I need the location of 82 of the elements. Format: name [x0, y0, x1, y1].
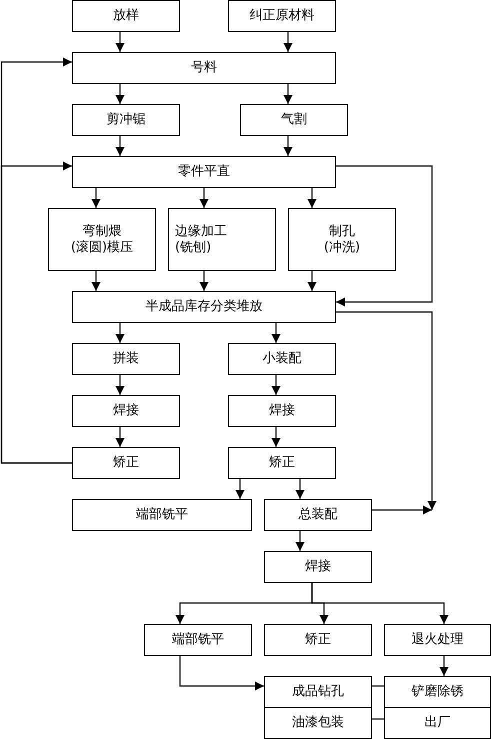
process-box — [264, 624, 372, 656]
arrow — [284, 84, 292, 104]
process-box — [228, 343, 336, 375]
process-box — [72, 395, 180, 427]
process-box — [72, 291, 336, 323]
step-label: 制孔(冲洗) — [322, 224, 362, 256]
arrow — [116, 136, 124, 156]
arrow — [200, 271, 208, 291]
step-label: 退火处理 — [412, 632, 464, 648]
process-box — [72, 156, 336, 188]
arrow — [236, 479, 244, 499]
step-label: 边缘加工(铣刨) — [175, 224, 228, 256]
step-label: 气割 — [281, 112, 307, 128]
arrow — [116, 84, 124, 104]
arrow — [284, 136, 292, 156]
arrow — [116, 427, 124, 447]
step-label: 油漆包装 — [292, 715, 344, 731]
process-box — [264, 707, 372, 739]
step-label: 出厂 — [424, 715, 450, 731]
process-box — [228, 0, 336, 32]
arrow — [296, 531, 304, 551]
process-box — [72, 499, 252, 531]
process-box — [228, 395, 336, 427]
process-box — [72, 0, 180, 32]
arrow — [336, 165, 433, 306]
process-box — [384, 676, 491, 708]
step-label: 半成品库存分类堆放 — [146, 299, 262, 315]
step-label: 小装配 — [262, 351, 302, 367]
connector-line — [372, 718, 384, 720]
arrow — [200, 188, 208, 208]
process-box — [72, 52, 336, 84]
process-box — [264, 676, 372, 708]
connector-line — [372, 685, 384, 687]
step-label: 矫正 — [305, 632, 331, 648]
arrow — [116, 32, 124, 52]
arrow — [308, 271, 316, 291]
arrow — [272, 323, 280, 343]
process-box — [288, 208, 396, 271]
arrow — [308, 188, 316, 208]
arrow — [311, 583, 448, 624]
arrow — [92, 188, 100, 208]
process-box — [384, 707, 491, 739]
step-label: 号料 — [191, 60, 217, 76]
process-box — [48, 208, 156, 271]
arrow — [116, 375, 124, 395]
step-label: 矫正 — [269, 455, 295, 471]
step-label: 纠正原材料 — [250, 8, 314, 24]
process-box — [264, 499, 372, 531]
step-label: 端部铣平 — [172, 632, 224, 648]
process-box — [72, 447, 180, 479]
step-label: 放样 — [113, 8, 139, 24]
step-label: 焊接 — [269, 403, 295, 419]
arrow — [336, 311, 436, 510]
step-label: 焊接 — [113, 403, 139, 419]
step-label: 零件平直 — [178, 164, 230, 180]
step-label: 端部铣平 — [136, 507, 188, 523]
process-box — [72, 104, 180, 136]
process-box — [240, 104, 348, 136]
arrow — [272, 427, 280, 447]
process-box — [72, 343, 180, 375]
arrow — [372, 506, 432, 514]
step-label: 总装配 — [298, 507, 338, 523]
arrow — [440, 656, 448, 676]
step-label: 成品钻孔 — [292, 684, 344, 700]
step-label: 弯制煨(滚圆)模压 — [70, 224, 134, 256]
process-box — [384, 624, 491, 656]
step-label: 拼装 — [113, 351, 139, 367]
arrow — [179, 656, 264, 690]
process-box — [264, 551, 372, 583]
process-box — [144, 624, 252, 656]
process-box — [228, 447, 336, 479]
arrow — [116, 323, 124, 343]
step-label: 剪冲锯 — [106, 112, 146, 128]
step-label: 矫正 — [113, 455, 139, 471]
process-box — [168, 208, 276, 271]
arrow — [296, 479, 304, 499]
arrow — [92, 271, 100, 291]
step-label: 焊接 — [305, 559, 331, 575]
step-label: 铲磨除锈 — [412, 684, 464, 700]
arrow — [284, 32, 292, 52]
arrow — [0, 162, 72, 464]
arrow — [272, 375, 280, 395]
